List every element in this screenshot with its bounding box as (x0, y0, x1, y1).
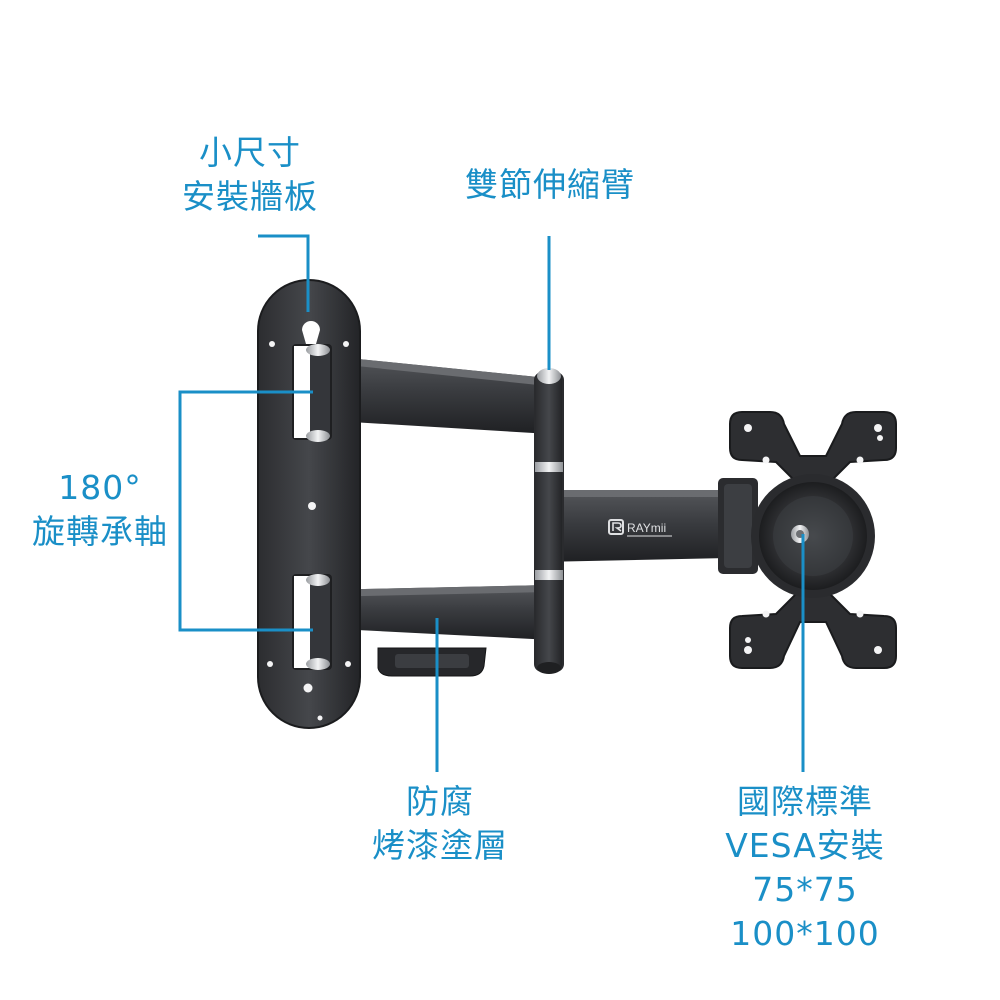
callout-wall-plate-line-2: 安裝牆板 (182, 177, 318, 216)
callout-vesa-line-1: 國際標準 (737, 782, 873, 821)
callout-rotation: 180° 旋轉承軸 (10, 466, 190, 554)
callout-rotation-line-2: 旋轉承軸 (32, 512, 168, 551)
brand-logo-text: RAYmii (627, 521, 666, 535)
callout-vesa-line-4: 100*100 (730, 914, 880, 953)
callout-vesa-line-2: VESA安裝 (725, 826, 885, 865)
elbow-pivot (534, 368, 564, 674)
lower-hinge (292, 574, 332, 670)
brand-logo: RAYmii (608, 519, 672, 537)
wall-plate-leader (258, 234, 310, 312)
keyhole-slot (302, 321, 320, 344)
callout-coating-line-2: 烤漆塗層 (372, 826, 508, 865)
callout-arm-line-1: 雙節伸縮臂 (465, 165, 635, 204)
lower-arm (318, 585, 552, 677)
callout-coating: 防腐 烤漆塗層 (320, 780, 560, 868)
middle-arm: RAYmii (540, 490, 728, 562)
vesa-plate (729, 411, 897, 669)
callout-wall-plate: 小尺寸 安裝牆板 (130, 131, 370, 219)
vesa-holes (744, 424, 883, 654)
tilt-joint (718, 478, 758, 574)
callout-arm: 雙節伸縮臂 (430, 163, 670, 207)
callout-vesa: 國際標準 VESA安裝 75*75 100*100 (680, 780, 930, 956)
callout-rotation-line-1: 180° (58, 468, 142, 507)
callout-wall-plate-line-1: 小尺寸 (199, 133, 301, 172)
callout-vesa-line-3: 75*75 (752, 870, 858, 909)
rotation-bracket (178, 390, 313, 632)
callout-lines (178, 234, 805, 772)
upper-arm (318, 355, 550, 434)
callout-coating-line-1: 防腐 (406, 782, 474, 821)
